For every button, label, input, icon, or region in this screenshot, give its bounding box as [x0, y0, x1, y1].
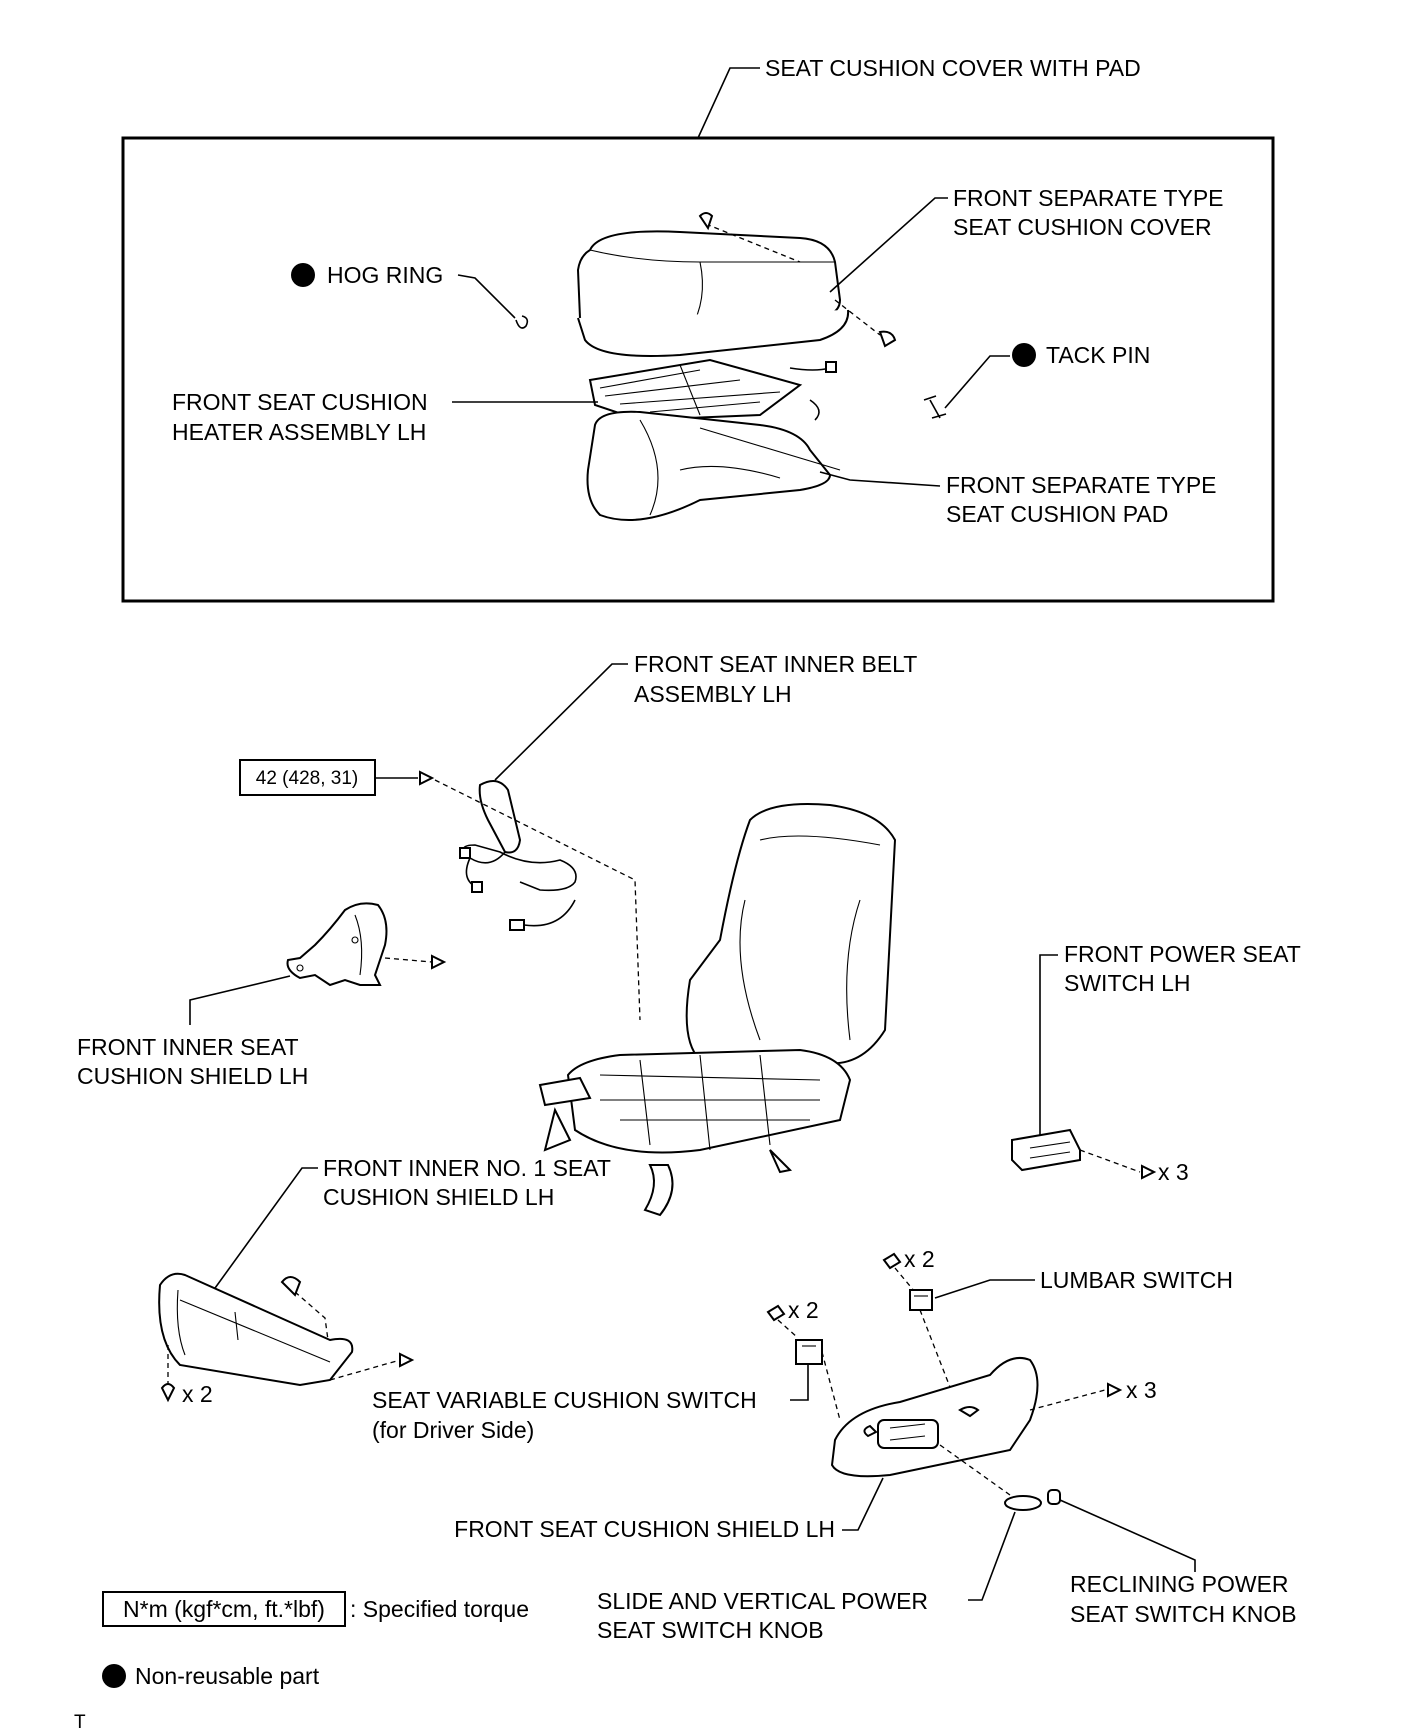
hog-ring-icon [515, 315, 529, 329]
label-inner-shield-line2: CUSHION SHIELD LH [77, 1063, 308, 1089]
leader-seat-cushion-cover [697, 67, 760, 139]
bolt-icon-belt [419, 770, 435, 786]
label-tack-pin: TACK PIN [1046, 342, 1150, 368]
label-cushion-shield: FRONT SEAT CUSHION SHIELD LH [454, 1516, 835, 1542]
qty-lumbar: x 2 [904, 1246, 935, 1272]
label-power-switch-line1: FRONT POWER SEAT [1064, 941, 1301, 967]
bolt-icon-no1-top [280, 1276, 302, 1297]
inner-no1-shield-part [158, 1272, 354, 1387]
label-inner-belt-line2: ASSEMBLY LH [634, 681, 792, 707]
dash-lumbar-to-shield [919, 1309, 956, 1401]
legend-torque-box-text: N*m (kgf*cm, ft.*lbf) [123, 1596, 325, 1622]
label-inner-shield-line1: FRONT INNER SEAT [77, 1034, 299, 1060]
leader-inner-shield [189, 975, 291, 1025]
label-reclining-knob-line2: SEAT SWITCH KNOB [1070, 1601, 1297, 1627]
leader-variable-switch [790, 1364, 809, 1401]
label-slide-knob-line1: SLIDE AND VERTICAL POWER [597, 1588, 928, 1614]
label-lumbar-switch: LUMBAR SWITCH [1040, 1267, 1233, 1293]
legend-nonreusable-text: Non-reusable part [135, 1663, 320, 1689]
screw-icon-shield [1107, 1382, 1123, 1398]
leader-hog-ring [457, 274, 516, 319]
label-front-separate-cover-line2: SEAT CUSHION COVER [953, 214, 1212, 240]
label-no1-shield-line2: CUSHION SHIELD LH [323, 1184, 554, 1210]
screw-icon-lumbar [882, 1252, 902, 1270]
dash-power-switch-screw [1079, 1149, 1141, 1173]
power-seat-switch-part [1011, 1128, 1081, 1172]
front-seat-cushion-shield-part [830, 1356, 1039, 1478]
hog-ring-nonreusable-mark [291, 263, 315, 287]
qty-no1-shield: x 2 [182, 1381, 213, 1407]
seat-cushion-cover-part [576, 230, 850, 357]
label-power-switch-line2: SWITCH LH [1064, 970, 1191, 996]
leader-pad [819, 471, 941, 487]
torque-spec-value: 42 (428, 31) [256, 768, 358, 789]
bolt-icon-no1-bottom [160, 1383, 176, 1403]
legend-torque-text: : Specified torque [350, 1596, 529, 1622]
front-seat-frame-part [538, 803, 897, 1217]
leader-power-switch [1039, 954, 1058, 1135]
variable-cushion-switch-part [795, 1339, 823, 1365]
seat-cushion-pad-part [586, 410, 841, 521]
label-seat-cushion-cover-with-pad: SEAT CUSHION COVER WITH PAD [765, 55, 1141, 81]
dash-clip-right [834, 299, 881, 336]
dash-variable-to-shield [821, 1351, 841, 1421]
leader-slide-knob [968, 1511, 1016, 1601]
dash-belt-to-seat [434, 779, 641, 1021]
screw-icon-power-switch [1141, 1164, 1157, 1180]
label-pad-line2: SEAT CUSHION PAD [946, 501, 1168, 527]
label-heater-line2: HEATER ASSEMBLY LH [172, 419, 426, 445]
label-front-separate-cover-line1: FRONT SEPARATE TYPE [953, 185, 1224, 211]
label-variable-switch-line2: (for Driver Side) [372, 1417, 534, 1443]
bolt-icon-inner-shield [431, 954, 447, 970]
label-slide-knob-line2: SEAT SWITCH KNOB [597, 1617, 824, 1643]
leader-cushion-shield [842, 1477, 884, 1531]
legend-torque-box [102, 1591, 346, 1627]
tack-pin-nonreusable-mark [1012, 343, 1036, 367]
clip-icon-right [878, 330, 897, 348]
slide-knob-part [1004, 1495, 1042, 1511]
label-heater-line1: FRONT SEAT CUSHION [172, 389, 428, 415]
tack-pin-icon [923, 395, 947, 419]
dash-shield-screw [1029, 1389, 1106, 1411]
leader-no1-shield [209, 1167, 318, 1296]
label-variable-switch-line1: SEAT VARIABLE CUSHION SWITCH [372, 1387, 757, 1413]
label-hog-ring: HOG RING [327, 262, 443, 288]
dash-variable-screw [777, 1319, 799, 1339]
lumbar-switch-part [909, 1289, 933, 1311]
dash-no1-bolt-right [329, 1359, 401, 1381]
label-reclining-knob-line1: RECLINING POWER [1070, 1571, 1289, 1597]
dash-no1-bolt-top [294, 1291, 329, 1341]
clip-icon-top [698, 212, 714, 231]
reclining-knob-part [1047, 1489, 1061, 1505]
leader-front-separate-cover [829, 197, 948, 293]
heater-assembly-part [588, 358, 837, 422]
inner-belt-part [459, 780, 577, 931]
dash-inner-shield-bolt [384, 957, 433, 963]
leader-lumbar [934, 1279, 1035, 1299]
leader-inner-belt [494, 663, 628, 781]
dash-clip-top [705, 223, 801, 263]
qty-power-switch: x 3 [1158, 1159, 1189, 1185]
label-inner-belt-line1: FRONT SEAT INNER BELT [634, 651, 917, 677]
footer-mark: T [74, 1712, 86, 1733]
label-pad-line1: FRONT SEPARATE TYPE [946, 472, 1217, 498]
qty-variable: x 2 [788, 1297, 819, 1323]
qty-shield-x3: x 3 [1126, 1377, 1157, 1403]
bolt-icon-no1-right [399, 1352, 415, 1368]
inner-seat-cushion-shield-part [286, 902, 388, 987]
legend-nonreusable-mark [102, 1664, 126, 1688]
leader-tack-pin [944, 355, 1010, 409]
label-no1-shield-line1: FRONT INNER NO. 1 SEAT [323, 1155, 611, 1181]
screw-icon-variable [766, 1304, 786, 1322]
leader-reclining-knob [1059, 1499, 1196, 1572]
